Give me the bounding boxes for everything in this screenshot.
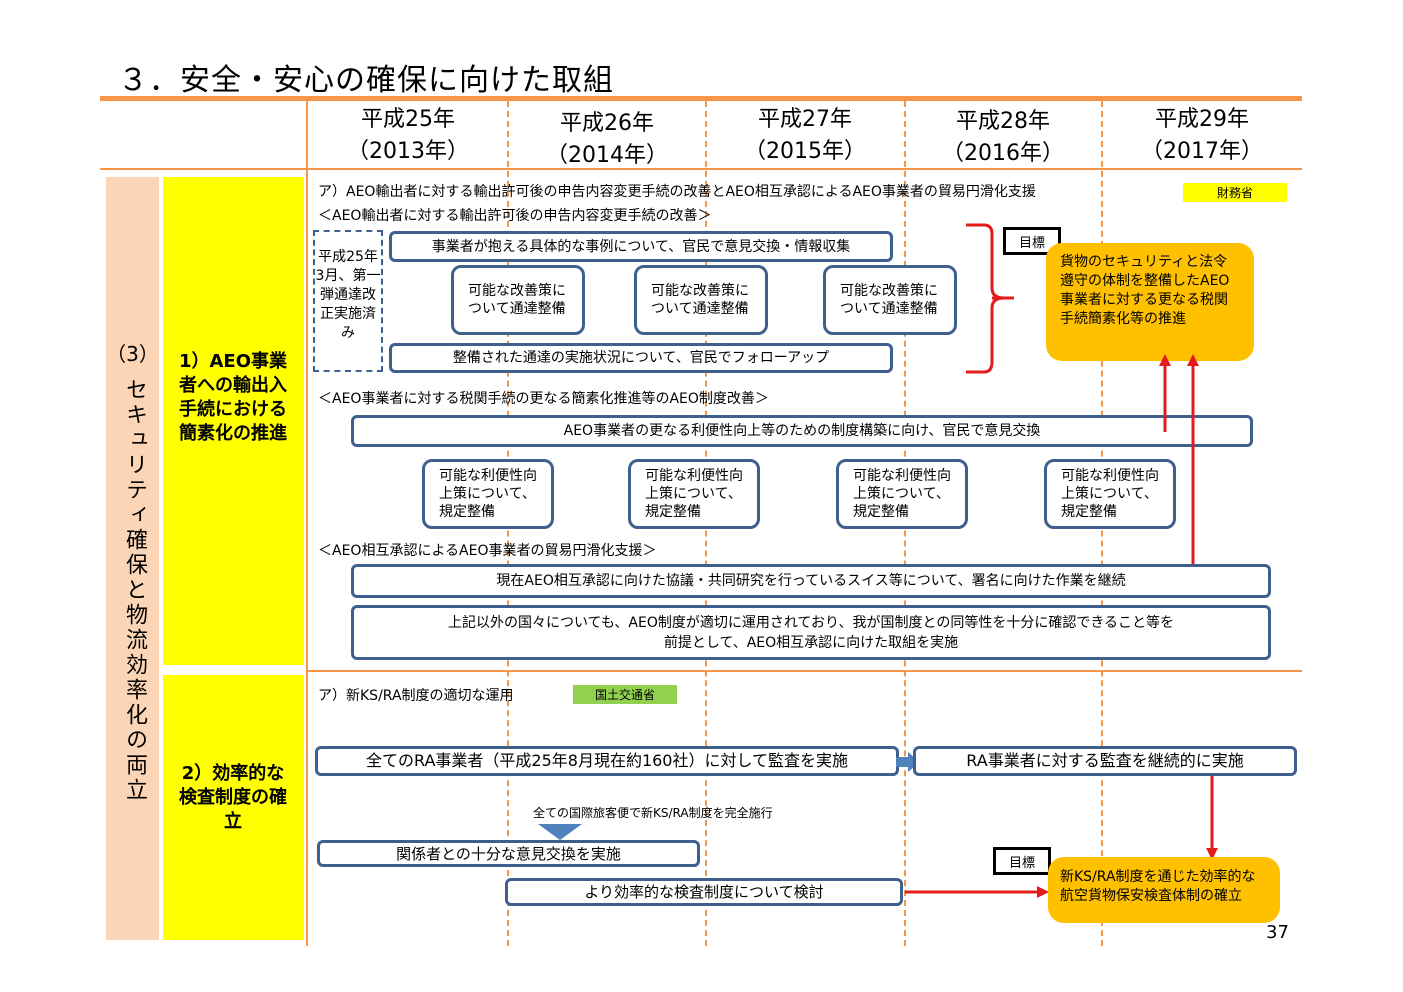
chevron-down-icon <box>538 824 582 840</box>
improve-text: 可能な改善策について通達整備 <box>840 283 938 317</box>
year-sub: （2013年） <box>347 139 469 164</box>
year-label: 平成26年 <box>560 111 654 136</box>
subheading-1: ＜AEO輸出者に対する輸出許可後の申告内容変更手続の改善＞ <box>318 208 712 224</box>
convenience-box-2017: 可能な利便性向上策について、規定整備 <box>1044 459 1176 529</box>
subheading-2: ＜AEO事業者に対する税関手続の更なる簡素化推進等のAEO制度改善＞ <box>318 391 769 407</box>
year-header-2014: 平成26年 （2014年） <box>508 108 706 172</box>
others-box: 上記以外の国々についても、AEO制度が適切に運用されており、我が国制度との同等性… <box>351 605 1271 660</box>
section-number: （3） <box>106 342 159 366</box>
goal-box-2: 新KS/RA制度を通じた効率的な航空貨物保安検査体制の確立 <box>1048 857 1280 923</box>
others-line-1: 上記以外の国々についても、AEO制度が適切に運用されており、我が国制度との同等性… <box>447 614 1175 631</box>
item1-label: 1）AEO事業者への輸出入手続における簡素化の推進 <box>178 351 288 444</box>
full-enforce-text: 全ての国際旅客便で新KS/RA制度を完全施行 <box>533 806 773 820</box>
row-divider <box>306 670 1302 672</box>
title-underline <box>100 96 1302 101</box>
convenience-box-2016: 可能な利便性向上策について、規定整備 <box>836 459 968 529</box>
convenience-text: 可能な利便性向上策について、規定整備 <box>439 468 537 520</box>
grid-solid-line <box>306 101 308 946</box>
goal-text: 貨物のセキュリティと法令遵守の体制を整備したAEO事業者に対する更なる税関手続簡… <box>1060 254 1230 327</box>
improve-box-2016: 可能な改善策について通達整備 <box>823 265 957 335</box>
year-header-2013: 平成25年 （2013年） <box>308 104 508 168</box>
efficient-box: より効率的な検査制度について検討 <box>505 878 903 906</box>
section-column <box>106 177 159 940</box>
audit-all-box: 全てのRA事業者（平成25年8月現在約160社）に対して監査を実施 <box>315 746 899 776</box>
convenience-text: 可能な利便性向上策について、規定整備 <box>853 468 951 520</box>
improve-box-2015: 可能な改善策について通達整備 <box>634 265 768 335</box>
year-header-2015: 平成27年 （2015年） <box>706 104 904 168</box>
goal-label-2: 目標 <box>993 847 1051 875</box>
dashed-note-text: 平成25年3月、第一弾通達改正実施済み <box>315 249 381 341</box>
dashed-note-box: 平成25年3月、第一弾通達改正実施済み <box>313 230 383 372</box>
year-sub: （2015年） <box>744 139 866 164</box>
agency-badge-mof: 財務省 <box>1183 183 1287 202</box>
item2-label-cell <box>163 675 304 940</box>
year-header-2016: 平成28年 （2016年） <box>904 106 1102 170</box>
item1-label-cell <box>163 177 304 665</box>
followup-box: 整備された通達の実施状況について、官民でフォローアップ <box>389 343 893 373</box>
red-arrows-up <box>1159 354 1199 564</box>
year-label: 平成28年 <box>956 109 1050 134</box>
item2-label: 2）効率的な検査制度の確立 <box>179 763 287 832</box>
section-name: セキュリティ確保と物流効率化の両立 <box>122 378 147 803</box>
year-label: 平成27年 <box>758 107 852 132</box>
year-header-2017: 平成29年 （2017年） <box>1102 104 1302 168</box>
item1-heading: ア）AEO輸出者に対する輸出許可後の申告内容変更手続の改善とAEO相互承認による… <box>318 184 1036 200</box>
item2-heading: ア）新KS/RA制度の適切な運用 <box>318 688 514 704</box>
audit-continue-box: RA事業者に対する監査を継続的に実施 <box>913 746 1297 776</box>
year-label: 平成25年 <box>361 107 455 132</box>
improve-box-2014: 可能な改善策について通達整備 <box>451 265 585 335</box>
swiss-box: 現在AEO相互承認に向けた協議・共同研究を行っているスイス等について、署名に向け… <box>351 564 1271 598</box>
subheading-3: ＜AEO相互承認によるAEO事業者の貿易円滑化支援＞ <box>318 543 657 559</box>
year-sub: （2017年） <box>1141 139 1263 164</box>
year-sub: （2016年） <box>942 141 1064 166</box>
goal-box-1: 貨物のセキュリティと法令遵守の体制を整備したAEO事業者に対する更なる税関手続簡… <box>1046 243 1254 361</box>
improve-text: 可能な改善策について通達整備 <box>468 283 566 317</box>
year-label: 平成29年 <box>1155 107 1249 132</box>
convenience-box-2014: 可能な利便性向上策について、規定整備 <box>422 459 554 529</box>
header-divider <box>100 168 1302 170</box>
goal-label-1: 目標 <box>1003 227 1061 255</box>
red-bracket <box>966 223 1014 374</box>
red-arrow-down <box>1206 776 1218 860</box>
convenience-box-2015: 可能な利便性向上策について、規定整備 <box>628 459 760 529</box>
improve-text: 可能な改善策について通達整備 <box>651 283 749 317</box>
year-sub: （2014年） <box>546 143 668 168</box>
agency-badge-mlit: 国土交通省 <box>573 685 677 704</box>
page-number: 37 <box>1266 922 1289 943</box>
red-arrow-right <box>905 886 1049 898</box>
page-title: ３．安全・安心の確保に向けた取組 <box>118 63 614 98</box>
convenience-exchange-box: AEO事業者の更なる利便性向上等のための制度構築に向け、官民で意見交換 <box>351 415 1253 447</box>
goal-text: 新KS/RA制度を通じた効率的な航空貨物保安検査体制の確立 <box>1060 869 1256 904</box>
exchange-box: 事業者が抱える具体的な事例について、官民で意見交換・情報収集 <box>389 231 893 262</box>
stakeholders-box: 関係者との十分な意見交換を実施 <box>317 840 700 867</box>
convenience-text: 可能な利便性向上策について、規定整備 <box>645 468 743 520</box>
convenience-text: 可能な利便性向上策について、規定整備 <box>1061 468 1159 520</box>
others-line-2: 前提として、AEO相互承認に向けた取組を実施 <box>663 634 959 651</box>
